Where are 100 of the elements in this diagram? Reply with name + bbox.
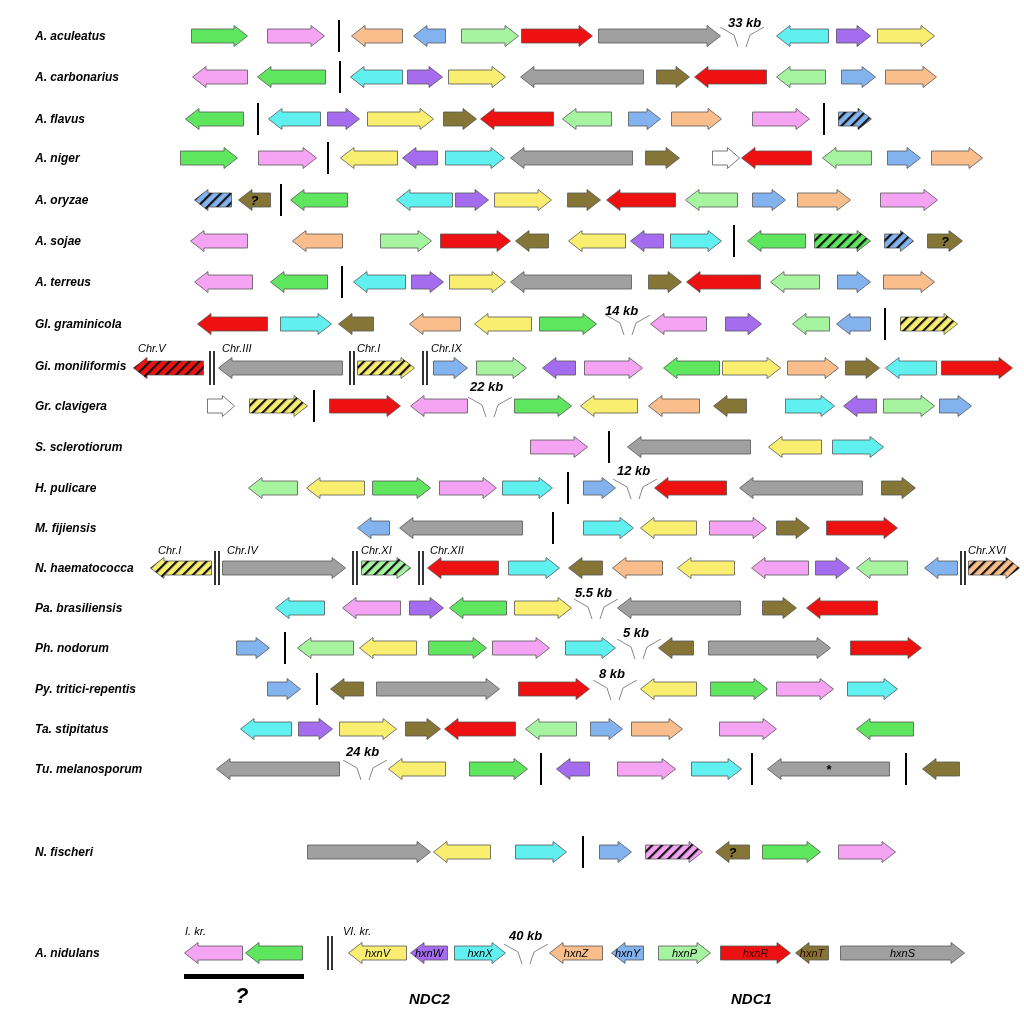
gene (197, 313, 268, 335)
species-name: Ta. stipitatus (35, 723, 109, 735)
gene (751, 557, 809, 579)
species-name: A. nidulans (35, 947, 100, 959)
gene (190, 230, 248, 252)
gene (298, 718, 333, 740)
gene (845, 357, 880, 379)
gene (222, 557, 346, 579)
gene (939, 395, 972, 417)
gene (330, 678, 364, 700)
gene (207, 395, 235, 417)
gene (520, 66, 644, 88)
gene (658, 942, 711, 964)
chromosome-label: Chr.I (357, 342, 381, 354)
chromosome-label: Chr.IV (227, 544, 258, 556)
gene (399, 517, 523, 539)
gap-size-label: 22 kb (470, 379, 504, 393)
gene (670, 230, 722, 252)
gene (640, 678, 697, 700)
gene (568, 230, 626, 252)
gene (542, 357, 576, 379)
gene (747, 230, 806, 252)
gene (822, 147, 872, 169)
gene (645, 841, 703, 863)
gene (708, 637, 831, 659)
species-name: A. niger (35, 152, 80, 164)
gene (236, 637, 270, 659)
gene (428, 637, 487, 659)
gene (768, 436, 822, 458)
gene (832, 436, 884, 458)
gene (192, 66, 248, 88)
gene (648, 271, 682, 293)
chromosome-label: Chr.III (222, 342, 252, 354)
chromosome-label: Chr.V (138, 342, 166, 354)
gene (752, 108, 810, 130)
gene (568, 557, 603, 579)
gene (752, 189, 786, 211)
gene (611, 942, 644, 964)
species-name: A. sojae (35, 235, 82, 247)
gene (410, 395, 468, 417)
gene (838, 108, 872, 130)
gene (351, 25, 403, 47)
species-name: A. flavus (35, 113, 85, 125)
gene (514, 597, 572, 619)
gene (339, 718, 397, 740)
gene (480, 108, 554, 130)
gene (694, 66, 767, 88)
gene (240, 718, 292, 740)
gene (476, 357, 527, 379)
gene (461, 25, 519, 47)
gene (348, 942, 407, 964)
gene (654, 477, 727, 499)
gene (770, 271, 820, 293)
gene (327, 108, 360, 130)
gene (556, 758, 590, 780)
gene (617, 597, 741, 619)
gene (583, 477, 616, 499)
gene (583, 517, 634, 539)
gene (715, 841, 750, 863)
gene (814, 230, 871, 252)
gene (530, 436, 588, 458)
gene (627, 436, 751, 458)
gene (359, 637, 417, 659)
gene (880, 189, 938, 211)
gene (645, 147, 680, 169)
gene (850, 637, 922, 659)
gene (216, 758, 340, 780)
chromosome-label: Chr.XI (361, 544, 392, 556)
gene (380, 230, 432, 252)
gene (184, 942, 243, 964)
chromosome-label: Chr.XII (430, 544, 464, 556)
gene (510, 147, 633, 169)
gene (396, 189, 453, 211)
gene (521, 25, 593, 47)
gene (686, 271, 761, 293)
gene (245, 942, 303, 964)
cluster-label: NDC2 (409, 990, 450, 1006)
gene-name: hxnZ (563, 947, 589, 959)
species-name: A. carbonarius (35, 71, 120, 83)
gene (402, 147, 438, 169)
gene (539, 313, 597, 335)
gene (787, 357, 839, 379)
gene (677, 557, 735, 579)
gene (492, 637, 550, 659)
gene (372, 477, 431, 499)
gene-name: hxnY (614, 947, 641, 959)
gene (598, 25, 721, 47)
gene (194, 189, 232, 211)
gene (444, 718, 516, 740)
gene (762, 841, 821, 863)
gene (257, 66, 326, 88)
species-name: N. fischeri (35, 846, 94, 858)
gene (514, 395, 572, 417)
gene (776, 517, 810, 539)
gene (722, 357, 781, 379)
gene (776, 66, 826, 88)
gene (357, 517, 390, 539)
gene (455, 189, 489, 211)
gene (640, 517, 697, 539)
gene (268, 108, 321, 130)
